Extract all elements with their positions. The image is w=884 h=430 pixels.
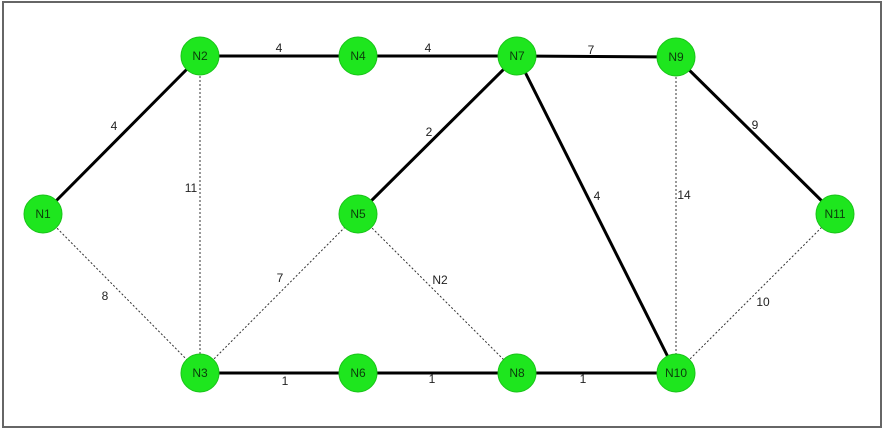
edge-weight-label: 14 [677, 188, 691, 202]
node-circle [815, 194, 855, 234]
node-n10: N10 [656, 353, 696, 393]
edge-weight-label: 8 [102, 289, 109, 303]
node-label: N1 [35, 207, 51, 221]
node-n3: N3 [180, 353, 220, 393]
edge-weight-label: 1 [282, 374, 289, 388]
edge-n7-n9 [516, 54, 677, 59]
edge-weight-label: 4 [111, 119, 118, 133]
edge-n7-n5 [356, 54, 519, 216]
node-circle [497, 36, 537, 76]
edge-weight-label: 7 [277, 271, 284, 285]
edge-weight-label: 1 [429, 372, 436, 386]
edge-weight-label: N2 [432, 273, 448, 287]
node-circle [656, 37, 696, 77]
edge-n3-n5 [199, 213, 359, 374]
node-label: N10 [665, 366, 687, 380]
edge-n5-n8 [357, 213, 518, 374]
edge-weight-label: 4 [425, 41, 432, 55]
node-circle [338, 194, 378, 234]
edge-weight-label: 7 [588, 43, 595, 57]
node-circle [180, 353, 220, 393]
edge-n7-n10 [515, 55, 678, 374]
node-circle [23, 194, 63, 234]
node-label: N4 [350, 49, 366, 63]
node-n1: N1 [23, 194, 63, 234]
node-n6: N6 [338, 353, 378, 393]
edge-weight-label: 4 [276, 41, 283, 55]
node-label: N2 [192, 49, 208, 63]
node-n7: N7 [497, 36, 537, 76]
edge-weight-label: 10 [756, 295, 770, 309]
edge-n1-n3 [42, 213, 201, 374]
edge-weight-label: 1 [580, 372, 587, 386]
node-n2: N2 [180, 36, 220, 76]
edge-weight-label: 11 [185, 181, 198, 195]
edge-weight-label: 4 [594, 189, 601, 203]
node-n4: N4 [338, 36, 378, 76]
node-label: N11 [824, 207, 845, 221]
node-circle [338, 353, 378, 393]
node-n5: N5 [338, 194, 378, 234]
node-circle [338, 36, 378, 76]
edge-weight-label: 9 [752, 118, 759, 132]
node-label: N9 [668, 50, 684, 64]
edge-n10-n11 [675, 213, 836, 374]
edge-n9-n11 [674, 55, 837, 216]
edge-n1-n2 [41, 54, 202, 216]
node-circle [180, 36, 220, 76]
edge-weight-label: 2 [426, 125, 433, 139]
node-label: N6 [350, 366, 366, 380]
node-label: N3 [192, 366, 208, 380]
node-label: N8 [509, 366, 525, 380]
node-n8: N8 [497, 353, 537, 393]
edges-layer [41, 54, 837, 375]
node-n11: N11 [815, 194, 855, 234]
node-circle [497, 353, 537, 393]
node-n9: N9 [656, 37, 696, 77]
node-label: N7 [509, 49, 525, 63]
node-circle [656, 353, 696, 393]
node-label: N5 [350, 207, 366, 221]
